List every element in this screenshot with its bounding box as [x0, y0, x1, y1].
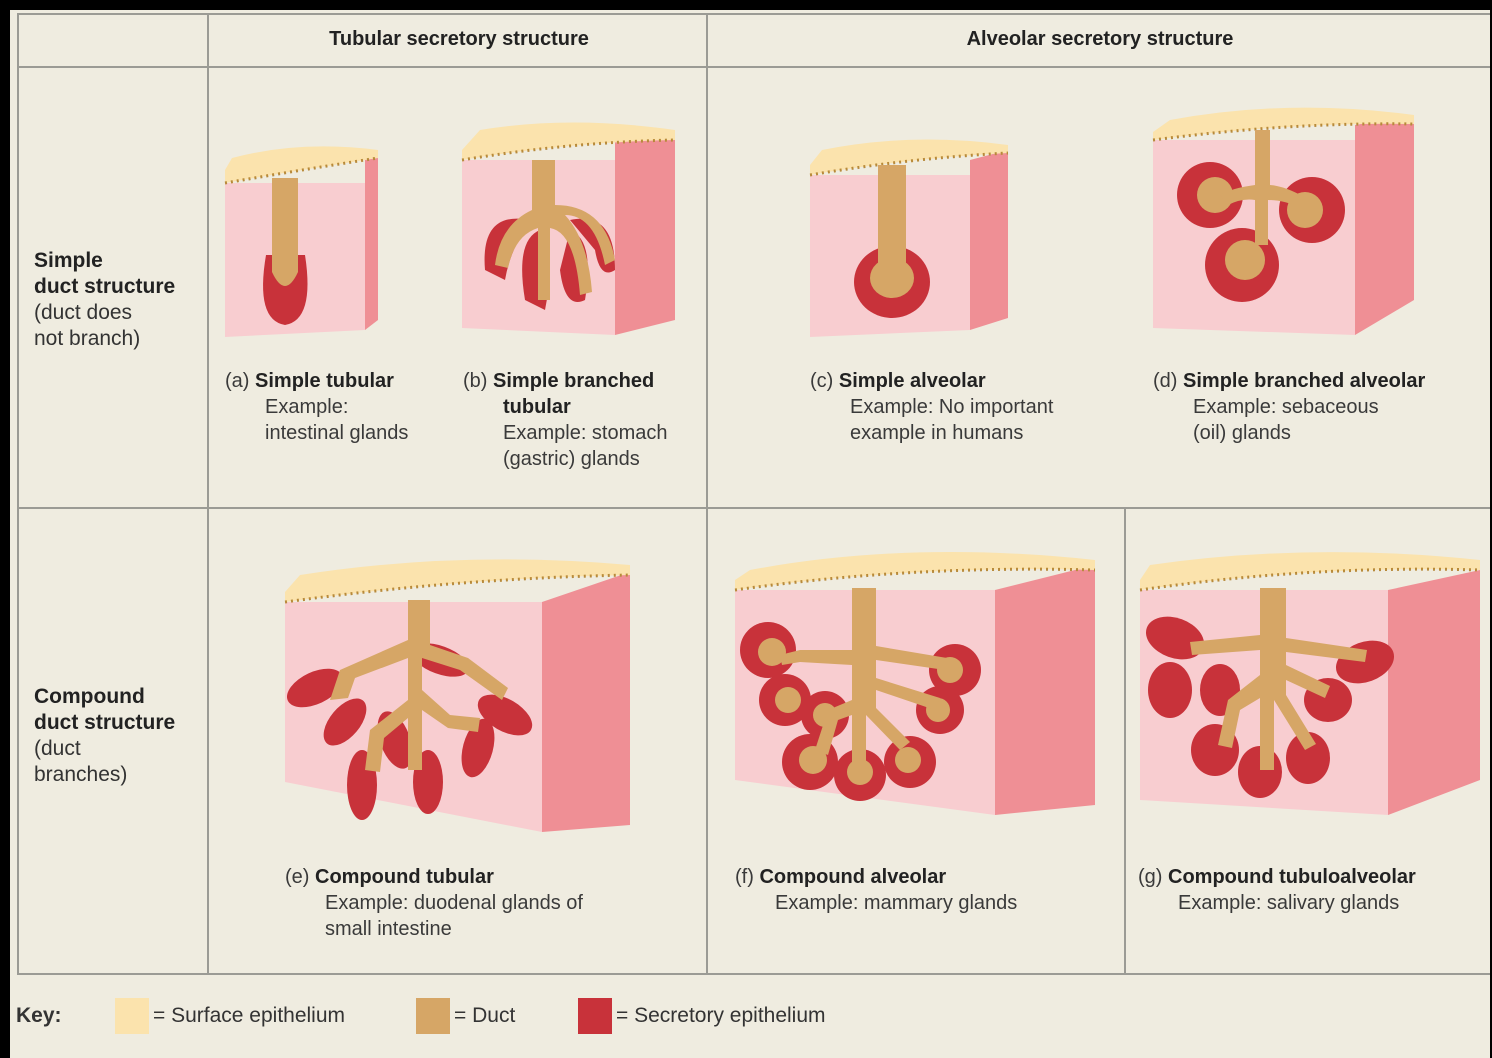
key-label: = Surface epithelium [153, 1004, 345, 1027]
row-note: (duct [34, 736, 175, 762]
caption-d: (d) Simple branched alveolar Example: se… [1153, 368, 1425, 446]
row-title: Simple [34, 248, 175, 274]
caption-title: Simple branched [493, 370, 654, 392]
grid-line-middle [17, 507, 1490, 509]
duct-swatch [416, 998, 450, 1034]
caption-g: (g) Compound tubuloalveolar Example: sal… [1138, 864, 1416, 916]
caption-example: Example: duodenal glands of [285, 890, 583, 916]
caption-f: (f) Compound alveolar Example: mammary g… [735, 864, 1017, 916]
caption-c: (c) Simple alveolar Example: No importan… [810, 368, 1053, 446]
caption-letter: (e) [285, 866, 309, 888]
key-item-secretory: = Secretory epithelium [578, 998, 826, 1034]
caption-letter: (c) [810, 370, 833, 392]
row-note: branches) [34, 762, 175, 788]
secretory-swatch [578, 998, 612, 1034]
row-title: duct structure [34, 710, 175, 736]
grid-line-header [17, 66, 1490, 68]
diagram-sheet: Tubular secretory structure Alveolar sec… [10, 10, 1490, 1058]
caption-example: example in humans [810, 420, 1053, 446]
key-item-surface: = Surface epithelium [115, 998, 345, 1034]
column-header-alveolar: Alveolar secretory structure [708, 13, 1492, 65]
caption-example: small intestine [285, 916, 583, 942]
caption-example: (oil) glands [1153, 420, 1425, 446]
surface-swatch [115, 998, 149, 1034]
caption-example: Example: No important [810, 394, 1053, 420]
key-label: = Duct [454, 1004, 515, 1027]
grid-line-f-g [1124, 507, 1126, 975]
row-header-compound: Compound duct structure (duct branches) [34, 684, 175, 788]
caption-letter: (b) [463, 370, 487, 392]
caption-title: Simple tubular [255, 370, 394, 392]
caption-b: (b) Simple branched tubular Example: sto… [463, 368, 668, 472]
grid-line-tub-alv [706, 13, 708, 975]
row-title: Compound [34, 684, 175, 710]
caption-title: Compound tubuloalveolar [1168, 866, 1416, 888]
caption-letter: (g) [1138, 866, 1162, 888]
row-header-simple: Simple duct structure (duct does not bra… [34, 248, 175, 352]
caption-title: Compound alveolar [759, 866, 946, 888]
key-label: = Secretory epithelium [616, 1004, 826, 1027]
key-title: Key: [16, 998, 62, 1034]
caption-letter: (a) [225, 370, 249, 392]
row-note: not branch) [34, 326, 175, 352]
caption-title: tubular [463, 394, 668, 420]
caption-example: Example: salivary glands [1138, 890, 1416, 916]
caption-title: Simple branched alveolar [1183, 370, 1425, 392]
caption-example: Example: [225, 394, 408, 420]
caption-example: Example: stomach [463, 420, 668, 446]
caption-e: (e) Compound tubular Example: duodenal g… [285, 864, 583, 942]
gland-svg-g [10, 10, 11, 11]
grid-line-left [17, 13, 19, 975]
caption-example: (gastric) glands [463, 446, 668, 472]
grid-line-bottom [17, 973, 1490, 975]
row-note: (duct does [34, 300, 175, 326]
column-header-tubular: Tubular secretory structure [209, 13, 709, 65]
caption-letter: (f) [735, 866, 754, 888]
caption-title: Compound tubular [315, 866, 494, 888]
grid-line-row-heads [207, 13, 209, 975]
caption-letter: (d) [1153, 370, 1177, 392]
caption-example: Example: mammary glands [735, 890, 1017, 916]
caption-example: intestinal glands [225, 420, 408, 446]
caption-title: Simple alveolar [839, 370, 986, 392]
key-item-duct: = Duct [416, 998, 515, 1034]
caption-example: Example: sebaceous [1153, 394, 1425, 420]
row-title: duct structure [34, 274, 175, 300]
caption-a: (a) Simple tubular Example: intestinal g… [225, 368, 408, 446]
